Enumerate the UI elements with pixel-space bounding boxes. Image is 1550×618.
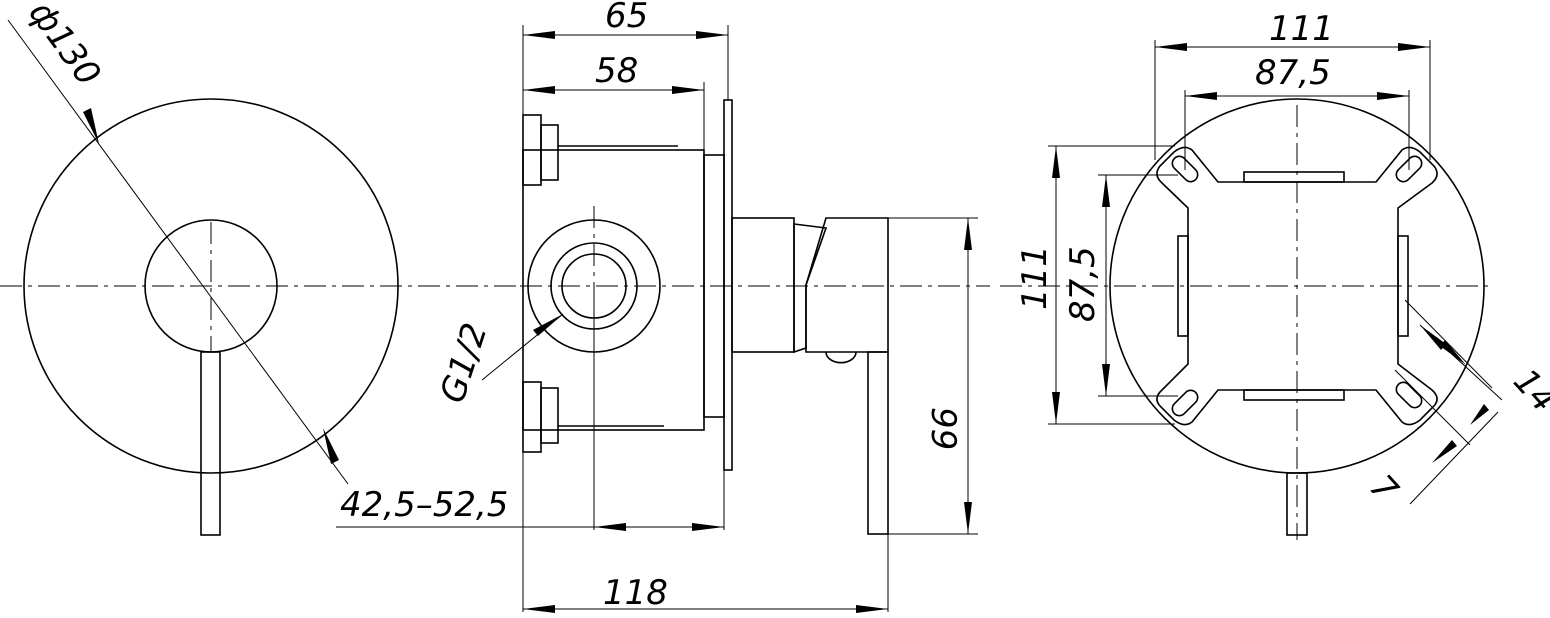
dim-wall-arrow-right	[692, 523, 724, 531]
dim-65-arrow-left	[523, 31, 555, 39]
dim-slot-7-arrow-1	[1432, 440, 1457, 463]
dim-99-label: 99	[923, 407, 963, 450]
dim-118-label: 118	[603, 573, 668, 613]
back-tab-bottom	[1243, 389, 1345, 401]
dim-back-v87-arrow-top	[1102, 175, 1110, 207]
side-cover-plate	[723, 99, 733, 471]
dim-back-v111-label: 111	[1015, 245, 1055, 310]
side-handle-pivot	[825, 351, 857, 364]
dim-slot-14-arrow-bottom	[1440, 340, 1466, 365]
dim-back-v87-arrow-bottom	[1102, 364, 1110, 396]
dim-65-label: 65	[605, 0, 648, 36]
dim-65-arrow-right	[696, 31, 728, 39]
side-handle-body	[805, 217, 889, 353]
side-handle-collar	[793, 223, 828, 354]
slot-14-ext-2	[1394, 369, 1471, 446]
dim-slot-7-label: 7	[1361, 467, 1405, 510]
back-slot-bottom-right	[1395, 381, 1423, 409]
back-tab-right	[1397, 235, 1409, 337]
dim-58-arrow-left	[523, 86, 555, 94]
dim-slot-7-arrow-2	[1470, 404, 1489, 425]
back-slot-bottom-left	[1171, 389, 1199, 417]
dim-back-v111-arrow-top	[1052, 146, 1060, 178]
side-handle-sleeve	[731, 217, 795, 353]
back-slot-top-left	[1171, 155, 1199, 183]
front-cover-plate	[23, 98, 399, 474]
back-tab-top	[1243, 171, 1345, 183]
dim-slot-7-line	[1409, 411, 1499, 505]
side-bottom-cap-flange	[522, 381, 542, 453]
dim-back-87-arrow-right	[1377, 92, 1409, 100]
dim-99-arrow-top	[964, 218, 972, 250]
side-port-outer	[527, 219, 661, 353]
dim-slot-14-arrow-top	[1420, 325, 1446, 350]
back-view: 111 87,5 111 87,5 14 7	[1000, 9, 1550, 540]
front-view: ф130	[0, 0, 520, 536]
thread-label: G1/2	[433, 318, 496, 407]
side-port-inner	[561, 253, 627, 319]
slot-14-ext-1	[1404, 299, 1493, 389]
thread-leader-arrow	[533, 314, 563, 336]
front-diameter-arrow-bottom	[323, 428, 339, 464]
side-bottom-cap-nut	[540, 387, 559, 444]
dim-back-v111-arrow-bottom	[1052, 392, 1060, 424]
back-mounting-frame	[1156, 146, 1438, 426]
dim-back-111-arrow-left	[1155, 43, 1187, 51]
dim-wall-arrow-left	[594, 523, 626, 531]
front-diameter-leader	[7, 19, 349, 485]
dim-58-label: 58	[595, 51, 638, 91]
dim-slot-14-label: 14	[1505, 361, 1550, 420]
back-tab-left	[1177, 235, 1189, 337]
front-lever	[200, 351, 221, 536]
back-slot-top-right	[1395, 155, 1423, 183]
front-diameter-arrow-top	[83, 108, 99, 144]
side-port-mid	[550, 242, 638, 330]
dim-wall-label: 42,5–52,5	[340, 485, 508, 525]
dim-back-87-arrow-left	[1185, 92, 1217, 100]
dim-58-arrow-right	[672, 86, 704, 94]
side-top-cap-nut	[540, 124, 559, 181]
dim-118-arrow-right	[856, 605, 888, 613]
side-view: 65 58 99 42,5–52,5 118 G1/2	[336, 0, 990, 613]
back-lever	[1286, 472, 1308, 536]
dim-118-arrow-left	[523, 605, 555, 613]
front-diameter-label: ф130	[21, 0, 109, 93]
dim-back-87-label: 87,5	[1255, 53, 1331, 93]
dim-back-v87-label: 87,5	[1063, 246, 1103, 322]
dim-back-111-label: 111	[1269, 9, 1334, 49]
dim-back-111-arrow-right	[1398, 43, 1430, 51]
dim-99-arrow-bottom	[964, 502, 972, 534]
side-lever	[867, 351, 889, 535]
